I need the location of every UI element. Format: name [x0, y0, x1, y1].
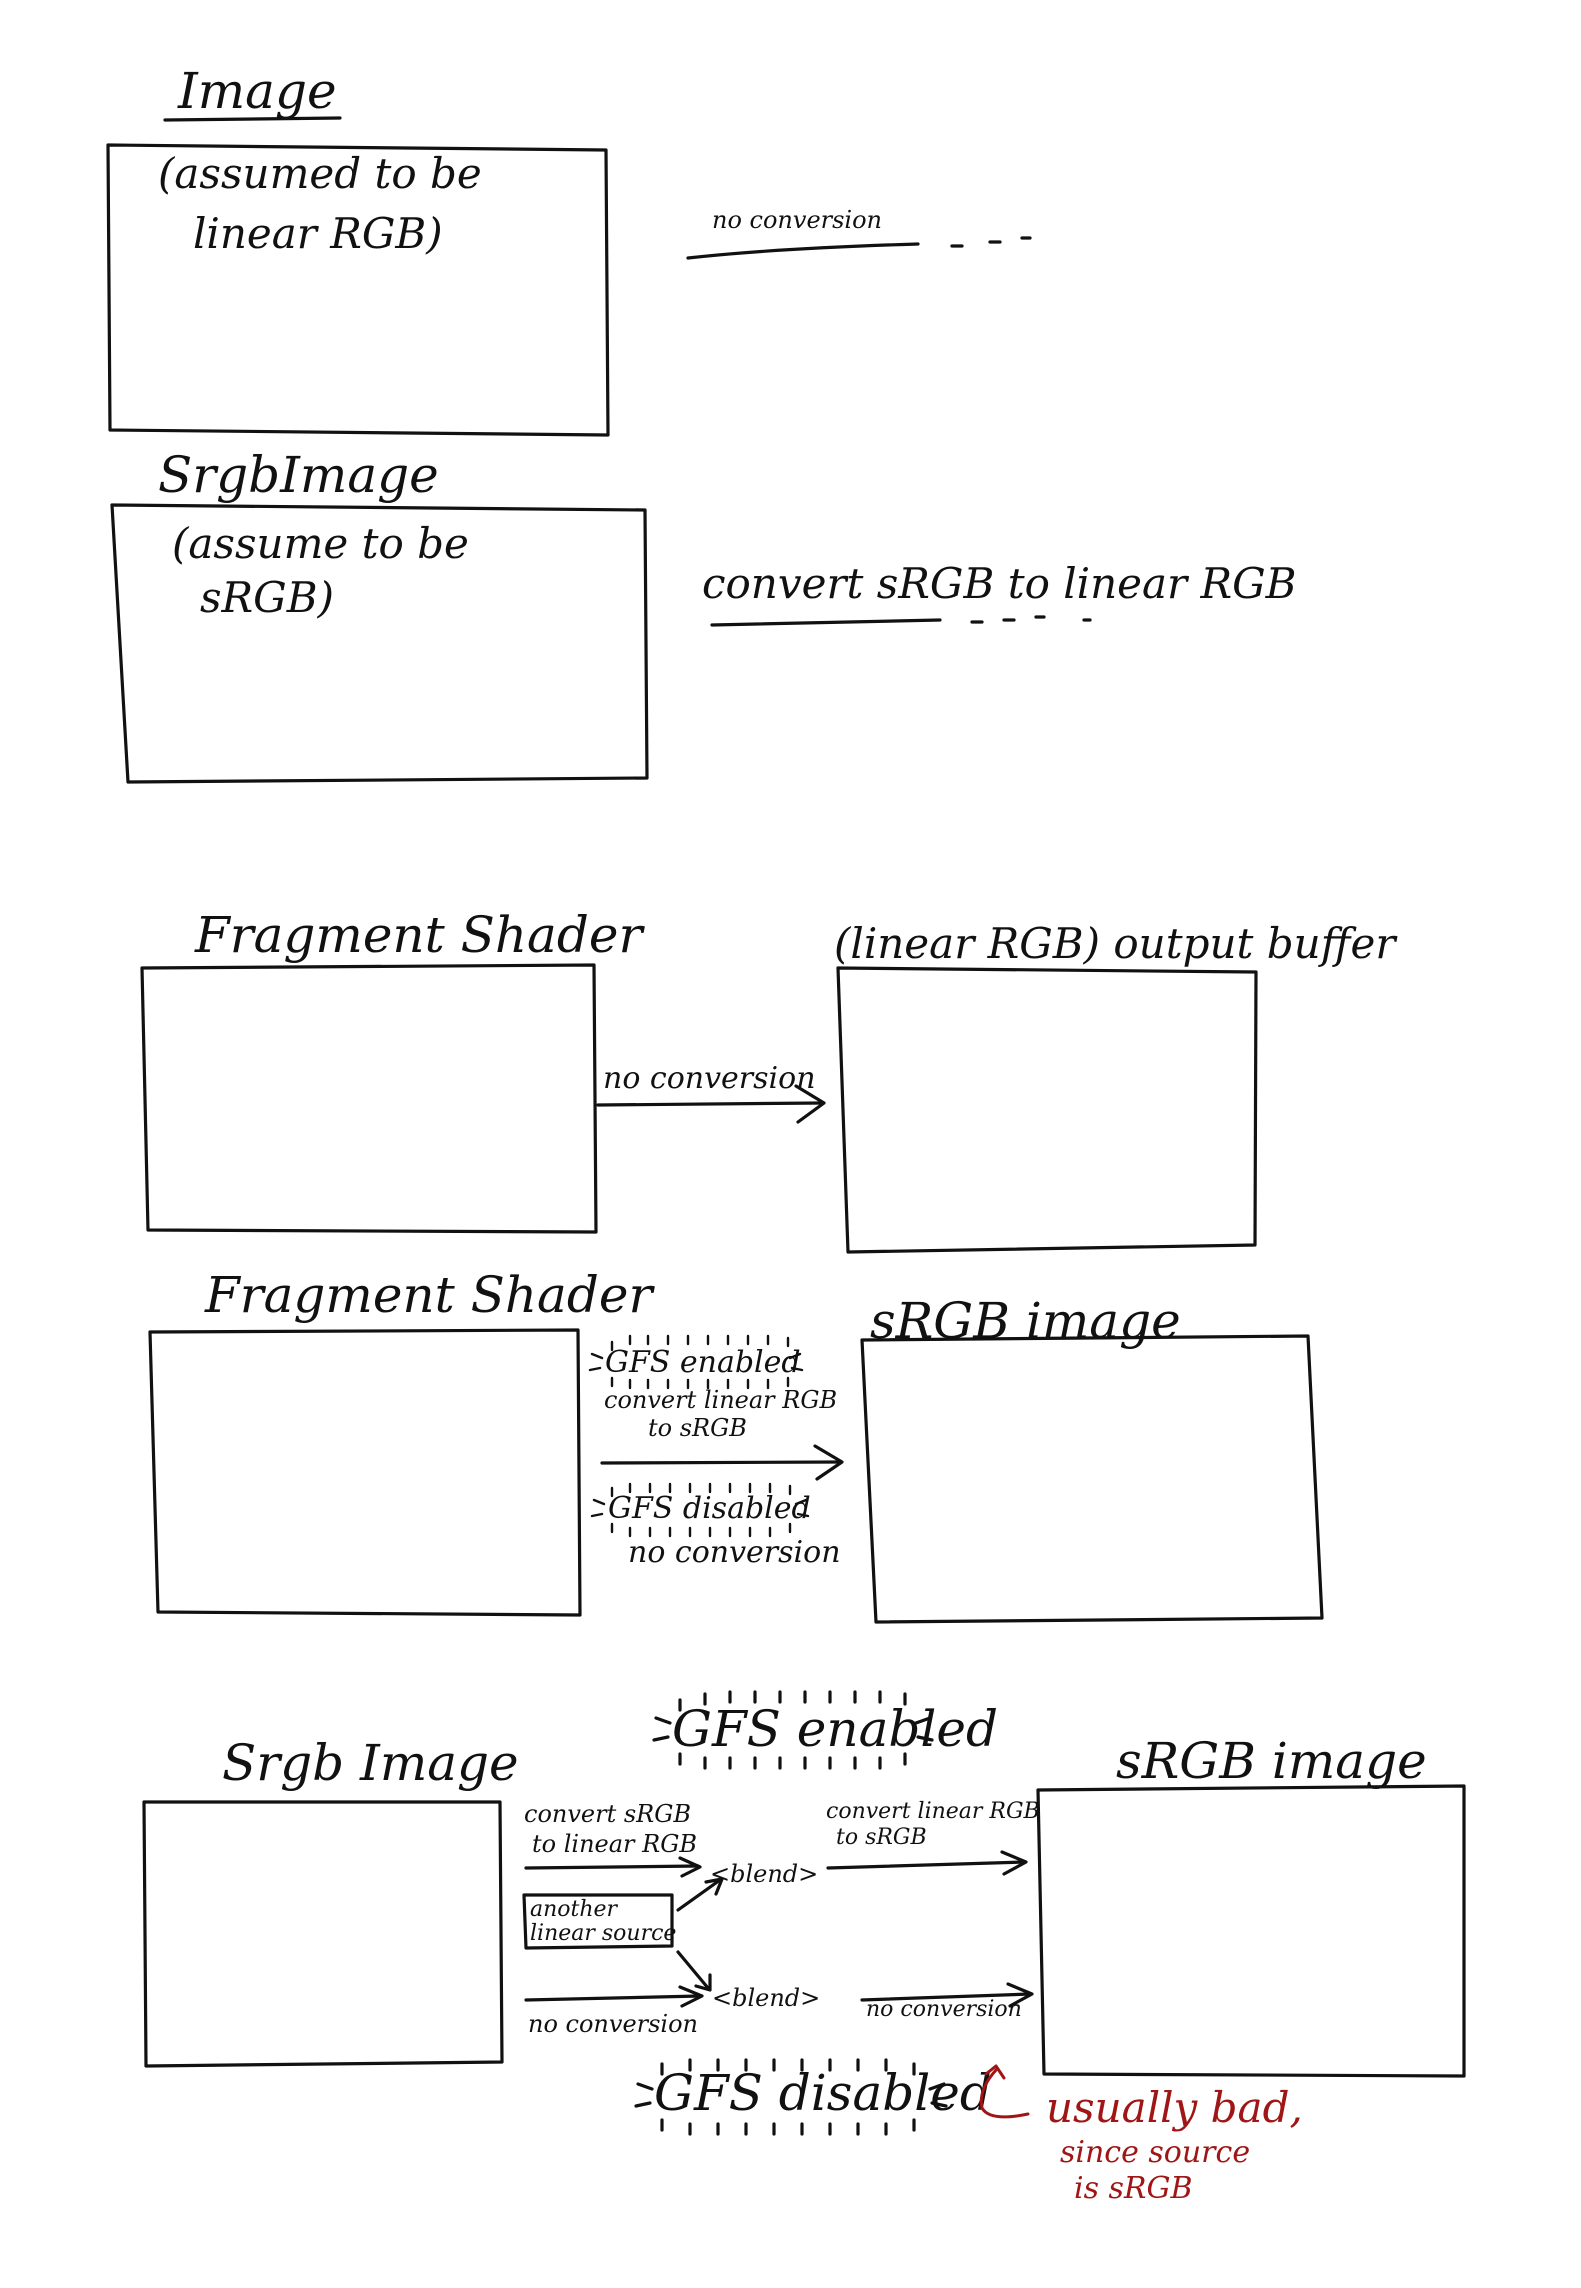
warning-line3: is sRGB — [1074, 2171, 1193, 2206]
warning-line2: since source — [1060, 2135, 1250, 2170]
image-title: Image — [177, 62, 337, 120]
no-conversion-right-label: no conversion — [866, 1997, 1022, 2022]
gfs-enabled-label-4: GFS enabled — [672, 1700, 998, 1758]
other-source-line1: another — [530, 1897, 619, 1922]
shader-title-2: Fragment Shader — [204, 1266, 655, 1324]
srgb-note-line1: (assume to be — [172, 519, 469, 568]
no-conversion-in-arrow-line — [524, 1994, 702, 2002]
other-source-box — [522, 1893, 674, 1950]
gfs-disabled-rays-4 — [634, 2058, 948, 2136]
convert-in-arrow-line — [524, 1864, 700, 1870]
gfs-enabled-burst-4: GFS enabled — [652, 1690, 998, 1770]
srgb-target-box-3 — [860, 1334, 1324, 1624]
other-source-line2: linear source — [530, 1921, 676, 1946]
image-box — [106, 143, 610, 437]
gfs-disabled-label-3: GFS disabled — [608, 1491, 811, 1526]
warning-hook-arrow — [979, 2068, 1030, 2119]
warning-hook-head — [984, 2064, 1006, 2080]
gfs-enabled-rays-4 — [652, 1690, 934, 1770]
gfs-enabled-label-3: GFS enabled — [605, 1345, 801, 1380]
output-buffer-box — [836, 966, 1258, 1254]
section-linear-output: Fragment Shader no conversion (linear RG… — [140, 906, 1398, 1254]
output-buffer-title: (linear RGB) output buffer — [834, 919, 1398, 968]
disabled-no-conversion-3: no conversion — [628, 1535, 841, 1570]
srgb-target-title-4: sRGB image — [1116, 1732, 1427, 1790]
section-srgb-blend: GFS enabled Srgb Image convert sRGB to l… — [142, 1690, 1466, 2206]
other-to-blend-top-head — [704, 1877, 724, 1896]
convert-out-line2: to sRGB — [836, 1825, 927, 1850]
linear-arrow-line — [596, 1101, 824, 1107]
gfs-disabled-label-4: GFS disabled — [654, 2064, 992, 2122]
no-conversion-in-arrow-head — [678, 1985, 704, 2008]
enabled-convert-line1: convert linear RGB — [604, 1386, 837, 1414]
srgb-arrow-dashes — [970, 615, 1092, 624]
gfs-enabled-burst-3: GFS enabled — [588, 1334, 804, 1390]
srgb-arrow-label: convert sRGB to linear RGB — [702, 559, 1296, 608]
srgb-target-box-4 — [1036, 1784, 1466, 2078]
no-conversion-left-label: no conversion — [528, 2010, 698, 2038]
no-conversion-out-arrow-head — [1006, 1982, 1034, 2008]
srgb-arrow-line — [710, 618, 942, 627]
srgb-source-box-4 — [142, 1800, 504, 2068]
gfs-enabled-rays-3 — [588, 1334, 804, 1390]
linear-arrow-label: no conversion — [603, 1061, 816, 1096]
image-note-line1: (assumed to be — [158, 149, 482, 198]
section-image-input: Image (assumed to be linear RGB) no conv… — [106, 62, 1032, 437]
srgb-image-box — [110, 503, 649, 784]
convert-in-line2: to linear RGB — [532, 1830, 697, 1858]
other-to-blend-bottom-head — [694, 1973, 712, 1992]
shader-box-1 — [140, 963, 598, 1234]
srgb-image-title: SrgbImage — [158, 446, 439, 504]
warning-line1: usually bad, — [1046, 2083, 1303, 2132]
image-title-underline — [163, 116, 342, 122]
other-to-blend-bottom-arrow — [676, 1950, 710, 1990]
convert-in-line1: convert sRGB — [524, 1800, 691, 1828]
gfs-disabled-burst-4: GFS disabled — [634, 2058, 992, 2136]
no-conversion-out-arrow-line — [860, 1992, 1032, 2002]
linear-arrow-head — [794, 1084, 826, 1124]
convert-in-arrow-head — [678, 1856, 702, 1878]
shader-title-1: Fragment Shader — [194, 906, 645, 964]
enabled-convert-line2: to sRGB — [648, 1414, 747, 1442]
srgb-output-arrow-line — [600, 1460, 842, 1465]
blend-top-label: <blend> — [710, 1860, 818, 1888]
srgb-source-title-4: Srgb Image — [222, 1734, 519, 1792]
section-srgb-output: Fragment Shader GFS enabled convert line… — [148, 1266, 1324, 1624]
blend-bottom-label: <blend> — [712, 1984, 820, 2012]
convert-out-arrow-head — [1000, 1850, 1028, 1876]
gfs-disabled-rays-3 — [590, 1482, 810, 1538]
section-srgb-image-input: SrgbImage (assume to be sRGB) convert sR… — [110, 446, 1296, 784]
image-arrow-line — [686, 242, 920, 260]
srgb-note-line2: sRGB) — [200, 573, 334, 622]
image-arrow-label: no conversion — [712, 206, 882, 234]
gfs-disabled-burst-3: GFS disabled — [590, 1482, 811, 1538]
shader-box-2 — [148, 1328, 582, 1617]
image-arrow-dashes — [950, 236, 1032, 248]
convert-out-line1: convert linear RGB — [826, 1799, 1040, 1824]
image-note-line2: linear RGB) — [193, 209, 443, 258]
srgb-target-title-3: sRGB image — [870, 1292, 1181, 1350]
srgb-output-arrow-head — [813, 1444, 844, 1481]
convert-out-arrow-line — [826, 1860, 1026, 1870]
other-to-blend-top-arrow — [676, 1878, 722, 1912]
